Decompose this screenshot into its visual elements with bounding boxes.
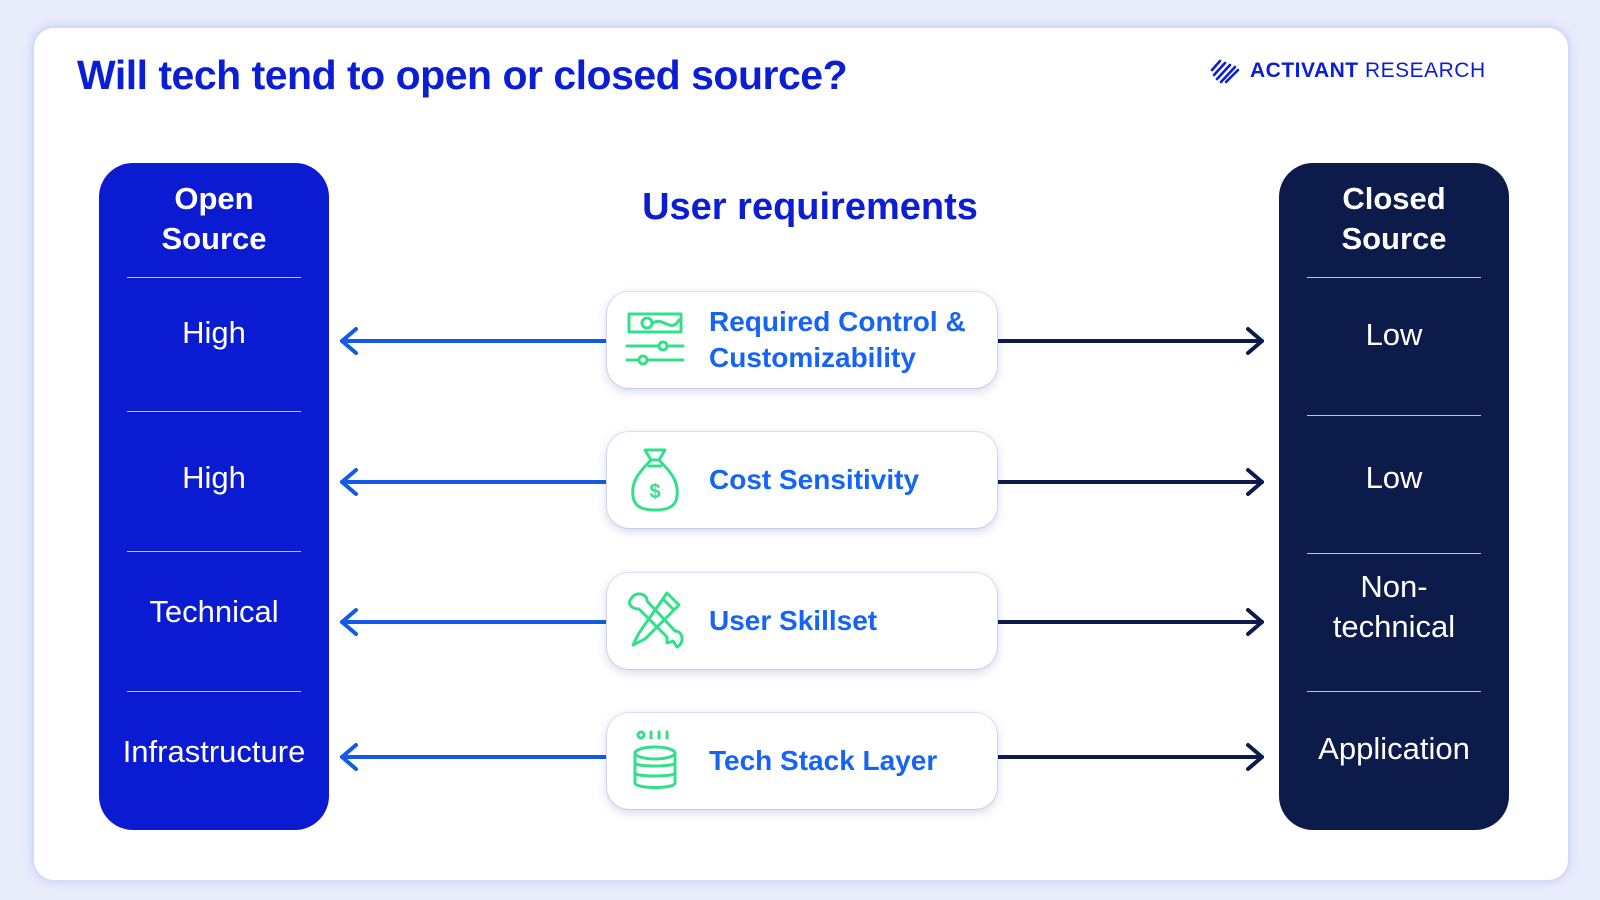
requirement-cost: $ Cost Sensitivity [607,432,997,528]
arrow-left-stack [340,743,609,771]
divider [127,411,301,412]
requirement-label: Required Control &Customizability [709,306,966,373]
activant-logo-icon [1210,59,1240,84]
divider [1307,277,1481,278]
svg-text:$: $ [649,481,660,503]
stack-layers-icon [633,730,677,789]
divider [127,691,301,692]
control-sliders-icon [625,312,685,366]
page-title: Will tech tend to open or closed source? [77,52,848,98]
money-bag-icon: $ [631,448,679,512]
brand-name: ACTIVANT RESEARCH [1250,59,1486,82]
closed-source-column: Closed Source Low Low Non- technical App… [1279,163,1509,830]
arrow-right-stack [995,743,1264,771]
closed-value-control: Low [1365,317,1423,352]
arrow-left-control [340,327,609,355]
arrow-right-skillset [995,608,1264,636]
open-value-stack: Infrastructure [122,734,306,769]
open-value-skillset: Technical [149,594,279,629]
arrow-left-skillset [340,608,609,636]
open-source-heading: Open Source [161,181,267,256]
closed-value-cost: Low [1365,460,1423,495]
requirement-label: User Skillset [709,605,878,636]
divider [127,551,301,552]
requirement-stack: Tech Stack Layer [607,713,997,809]
open-value-control: High [182,315,246,350]
arrow-left-cost [340,468,609,496]
divider [1307,553,1481,554]
arrow-right-control [995,327,1264,355]
open-value-cost: High [182,460,246,495]
wrench-pencil-icon [627,591,684,649]
divider [127,277,301,278]
requirement-skillset: User Skillset [607,573,997,669]
requirement-label: Cost Sensitivity [709,464,920,495]
divider [1307,691,1481,692]
divider [1307,415,1481,416]
open-source-column: Open Source High High Technical Infrastr… [99,163,329,830]
requirement-control: Required Control &Customizability [607,292,997,388]
closed-source-heading: Closed Source [1341,181,1447,256]
arrow-right-cost [995,468,1264,496]
closed-value-stack: Application [1318,731,1470,766]
brand-logo: ACTIVANT RESEARCH [1210,58,1486,84]
closed-value-skillset: Non- technical [1332,569,1456,644]
requirement-label: Tech Stack Layer [709,745,938,776]
user-requirements-heading: User requirements [642,186,978,228]
